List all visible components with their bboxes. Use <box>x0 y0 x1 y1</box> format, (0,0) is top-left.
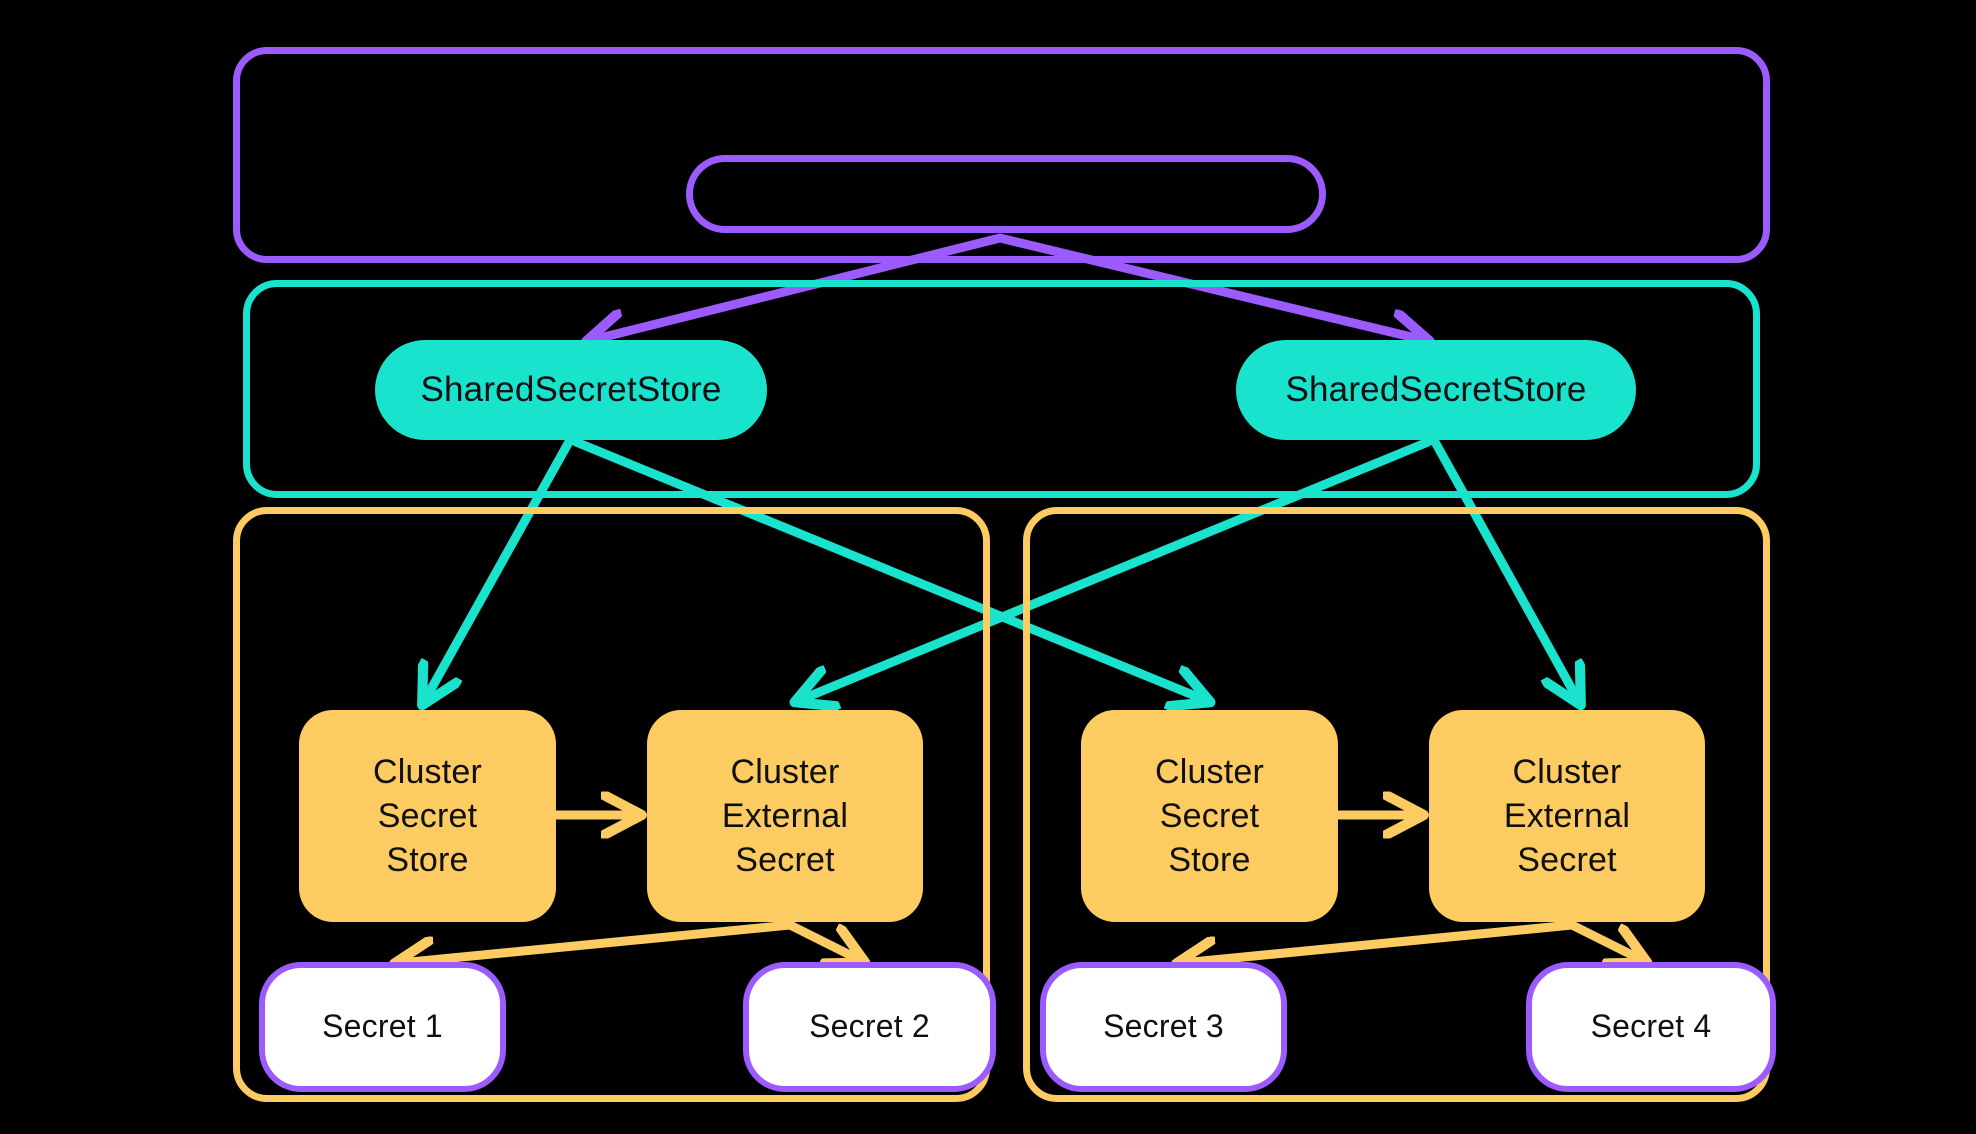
node-secret-3[interactable]: Secret 3 <box>1040 962 1287 1092</box>
cluster-secret-store-right-line-1: Cluster <box>1154 752 1265 791</box>
operator-pill[interactable] <box>686 155 1326 233</box>
node-secret-2[interactable]: Secret 2 <box>743 962 996 1092</box>
node-cluster-secret-store-left[interactable]: Cluster Secret Store <box>299 710 556 922</box>
node-cluster-external-secret-left[interactable]: Cluster External Secret <box>647 710 923 922</box>
cluster-external-secret-right-line-2: External <box>1503 796 1631 835</box>
node-shared-secret-store-left[interactable]: SharedSecretStore <box>375 340 767 440</box>
cluster-secret-store-right-line-3: Store <box>1168 841 1251 880</box>
secret-2-label: Secret 2 <box>809 1008 930 1045</box>
container-cluster-left <box>233 507 990 1102</box>
container-operator <box>233 47 1770 263</box>
cluster-external-secret-left-line-2: External <box>721 796 849 835</box>
node-cluster-secret-store-right[interactable]: Cluster Secret Store <box>1081 710 1338 922</box>
node-secret-1[interactable]: Secret 1 <box>259 962 506 1092</box>
cluster-external-secret-left-line-3: Secret <box>735 841 835 880</box>
cluster-external-secret-right-line-3: Secret <box>1517 841 1617 880</box>
shared-secret-store-right-label: SharedSecretStore <box>1285 370 1587 410</box>
node-shared-secret-store-right[interactable]: SharedSecretStore <box>1236 340 1636 440</box>
secret-1-label: Secret 1 <box>322 1008 443 1045</box>
node-secret-4[interactable]: Secret 4 <box>1526 962 1776 1092</box>
node-cluster-external-secret-right[interactable]: Cluster External Secret <box>1429 710 1705 922</box>
container-shared-secret-stores <box>243 280 1760 498</box>
container-cluster-right <box>1023 507 1770 1102</box>
secret-4-label: Secret 4 <box>1590 1008 1712 1045</box>
cluster-secret-store-left-line-1: Cluster <box>372 752 483 791</box>
cluster-secret-store-right-line-2: Secret <box>1159 796 1260 835</box>
cluster-external-secret-right-line-1: Cluster <box>1512 752 1622 791</box>
cluster-secret-store-left-line-2: Secret <box>377 796 478 835</box>
cluster-external-secret-left-line-1: Cluster <box>730 752 840 791</box>
secret-3-label: Secret 3 <box>1103 1008 1224 1045</box>
cluster-secret-store-left-line-3: Store <box>386 841 469 880</box>
shared-secret-store-left-label: SharedSecretStore <box>420 370 722 410</box>
